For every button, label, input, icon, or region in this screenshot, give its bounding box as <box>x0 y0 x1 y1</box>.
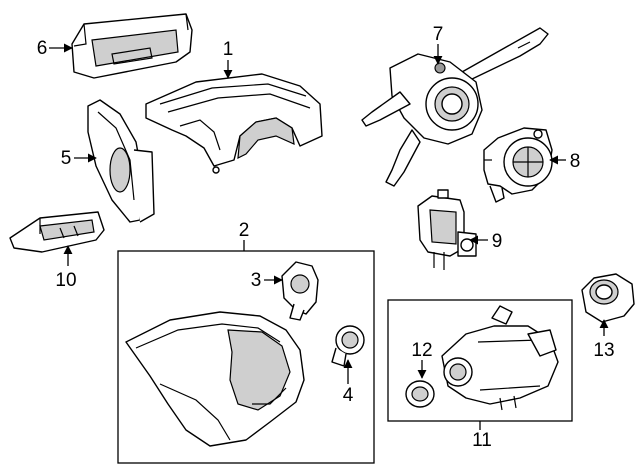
part-10-lower-bracket[interactable] <box>9 211 105 253</box>
callout-10: 10 <box>55 270 76 291</box>
part-13-bushing[interactable] <box>581 273 635 323</box>
callout-7: 7 <box>433 24 444 45</box>
callout-4: 4 <box>343 385 354 406</box>
part-5-side-panel[interactable] <box>87 99 155 223</box>
part-4-lock-ring[interactable] <box>331 325 365 367</box>
callout-3: 3 <box>251 270 262 291</box>
part-11-lock-housing[interactable] <box>441 305 559 411</box>
part-2-group-box <box>117 250 375 464</box>
part-7-combination-switch[interactable] <box>361 27 549 187</box>
callout-12: 12 <box>411 340 432 361</box>
part-3-cover[interactable] <box>281 261 319 321</box>
part-6-bracket[interactable] <box>71 13 193 79</box>
callout-6: 6 <box>37 38 48 59</box>
callout-9: 9 <box>492 231 503 252</box>
callout-1: 1 <box>223 39 234 60</box>
callout-11: 11 <box>472 430 492 451</box>
callout-8: 8 <box>570 151 581 172</box>
part-9-ignition-module[interactable] <box>417 189 477 270</box>
part-2-lower-shroud[interactable] <box>125 311 305 447</box>
part-1-upper-shroud[interactable] <box>145 73 323 174</box>
callout-5: 5 <box>61 148 72 169</box>
part-12-ring[interactable] <box>405 380 435 408</box>
leader-lines <box>49 43 609 430</box>
callout-13: 13 <box>593 340 614 361</box>
part-8-clockspring[interactable] <box>483 127 553 203</box>
callout-2: 2 <box>239 220 250 241</box>
